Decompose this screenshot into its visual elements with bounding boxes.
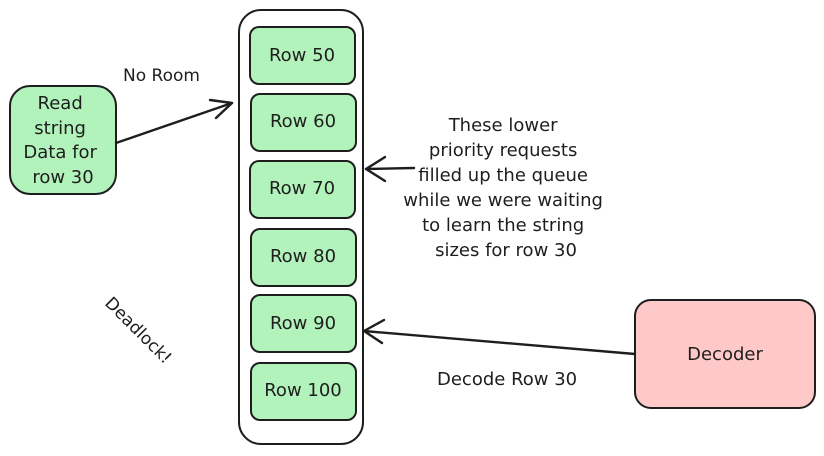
read-string-data-text: Read string Data for row 30 [23, 93, 102, 188]
queue-row-70: Row 70 [249, 160, 356, 219]
queue-note-line-3: filled up the queue [418, 165, 588, 186]
queue-row-90-box [250, 294, 357, 353]
read-string-line-2: string [34, 118, 86, 139]
decoder-box: Decoder [634, 299, 816, 409]
queue-row-50: Row 50 [249, 26, 356, 85]
queue-row-60: Row 60 [250, 93, 357, 152]
read-string-line-4: row 30 [32, 167, 93, 188]
decode-arrow [362, 318, 637, 356]
read-string-line-3: Data for [23, 142, 97, 163]
no-room-label: No Room [123, 66, 200, 86]
queue-note-line-6: sizes for row 30 [435, 240, 577, 261]
queue-row-70-box [249, 160, 356, 219]
queue-row-70-label: Row 70 [269, 178, 335, 199]
queue-note-line-4: while we were waiting [403, 190, 603, 211]
read-string-data-box-shape [9, 85, 117, 195]
queue-row-100: Row 100 [250, 362, 357, 421]
queue-row-80-label: Row 80 [270, 246, 336, 267]
queue-note-line-2: priority requests [429, 140, 577, 161]
queue-note-line-1: These lower [448, 115, 558, 136]
read-string-data-box: Read string Data for row 30 [9, 85, 117, 195]
queue-row-100-label: Row 100 [264, 380, 342, 401]
queue-note: These lower priority requests filled up … [403, 115, 608, 261]
decoder-label: Decoder [687, 344, 763, 365]
decode-row-30-label: Decode Row 30 [437, 369, 577, 390]
queue-row-60-label: Row 60 [270, 111, 336, 132]
queue-row-60-box [250, 93, 357, 152]
queue-row-80: Row 80 [250, 228, 357, 287]
note-arrow [364, 155, 416, 183]
no-room-arrow [114, 98, 234, 145]
queue-row-100-box [250, 362, 357, 421]
queue-note-line-5: to learn the string [422, 215, 584, 236]
read-string-line-1: Read [38, 93, 83, 114]
queue-row-50-label: Row 50 [269, 45, 335, 66]
queue-row-90-label: Row 90 [270, 313, 336, 334]
queue-row-90: Row 90 [250, 294, 357, 353]
queue-row-50-box [249, 26, 356, 85]
deadlock-label: Deadlock! [100, 293, 175, 368]
queue-row-80-box [250, 228, 357, 287]
